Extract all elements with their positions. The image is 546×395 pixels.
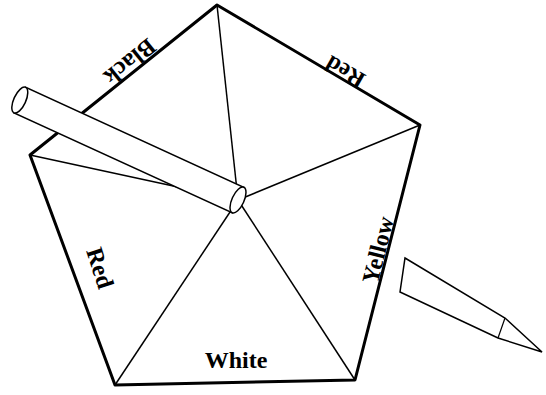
pencil-tip-edge <box>498 318 505 338</box>
pencil-tip <box>400 258 542 352</box>
pencil-body <box>8 85 249 215</box>
sector-label: White <box>205 348 268 372</box>
